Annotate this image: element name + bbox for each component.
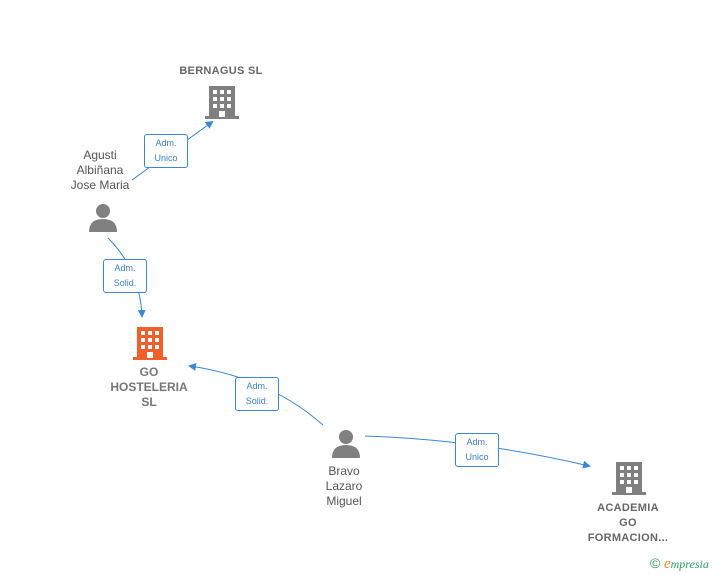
empresia-logo[interactable]: © empresia [650, 555, 709, 573]
brand-rest: mpresia [670, 557, 709, 571]
building-icon[interactable] [205, 84, 239, 120]
building-icon[interactable] [612, 460, 646, 496]
node-agusti-label: Agusti Albiñana Jose Maria [70, 148, 130, 192]
copyright-symbol: © [650, 555, 661, 571]
node-academia-label: ACADEMIA GO FORMACION... [587, 502, 669, 544]
brand-e: e [663, 556, 671, 572]
node-go-hosteleria-label: GO HOSTELERIA SL [110, 365, 188, 409]
person-icon[interactable] [331, 428, 361, 458]
edge-badge-agusti-go[interactable]: Adm. Solid. [103, 259, 147, 293]
node-bravo-label: Bravo Lazaro Miguel [325, 464, 363, 508]
node-bernagus-label: BERNAGUS SL [179, 65, 263, 77]
edge-badge-agusti-bernagus[interactable]: Adm. Unico [144, 134, 188, 168]
edge-badge-bravo-academia[interactable]: Adm. Unico [455, 433, 499, 467]
main-building-icon[interactable] [133, 325, 167, 361]
edge-badge-bravo-go[interactable]: Adm. Solid. [235, 377, 279, 411]
person-icon[interactable] [88, 202, 118, 232]
